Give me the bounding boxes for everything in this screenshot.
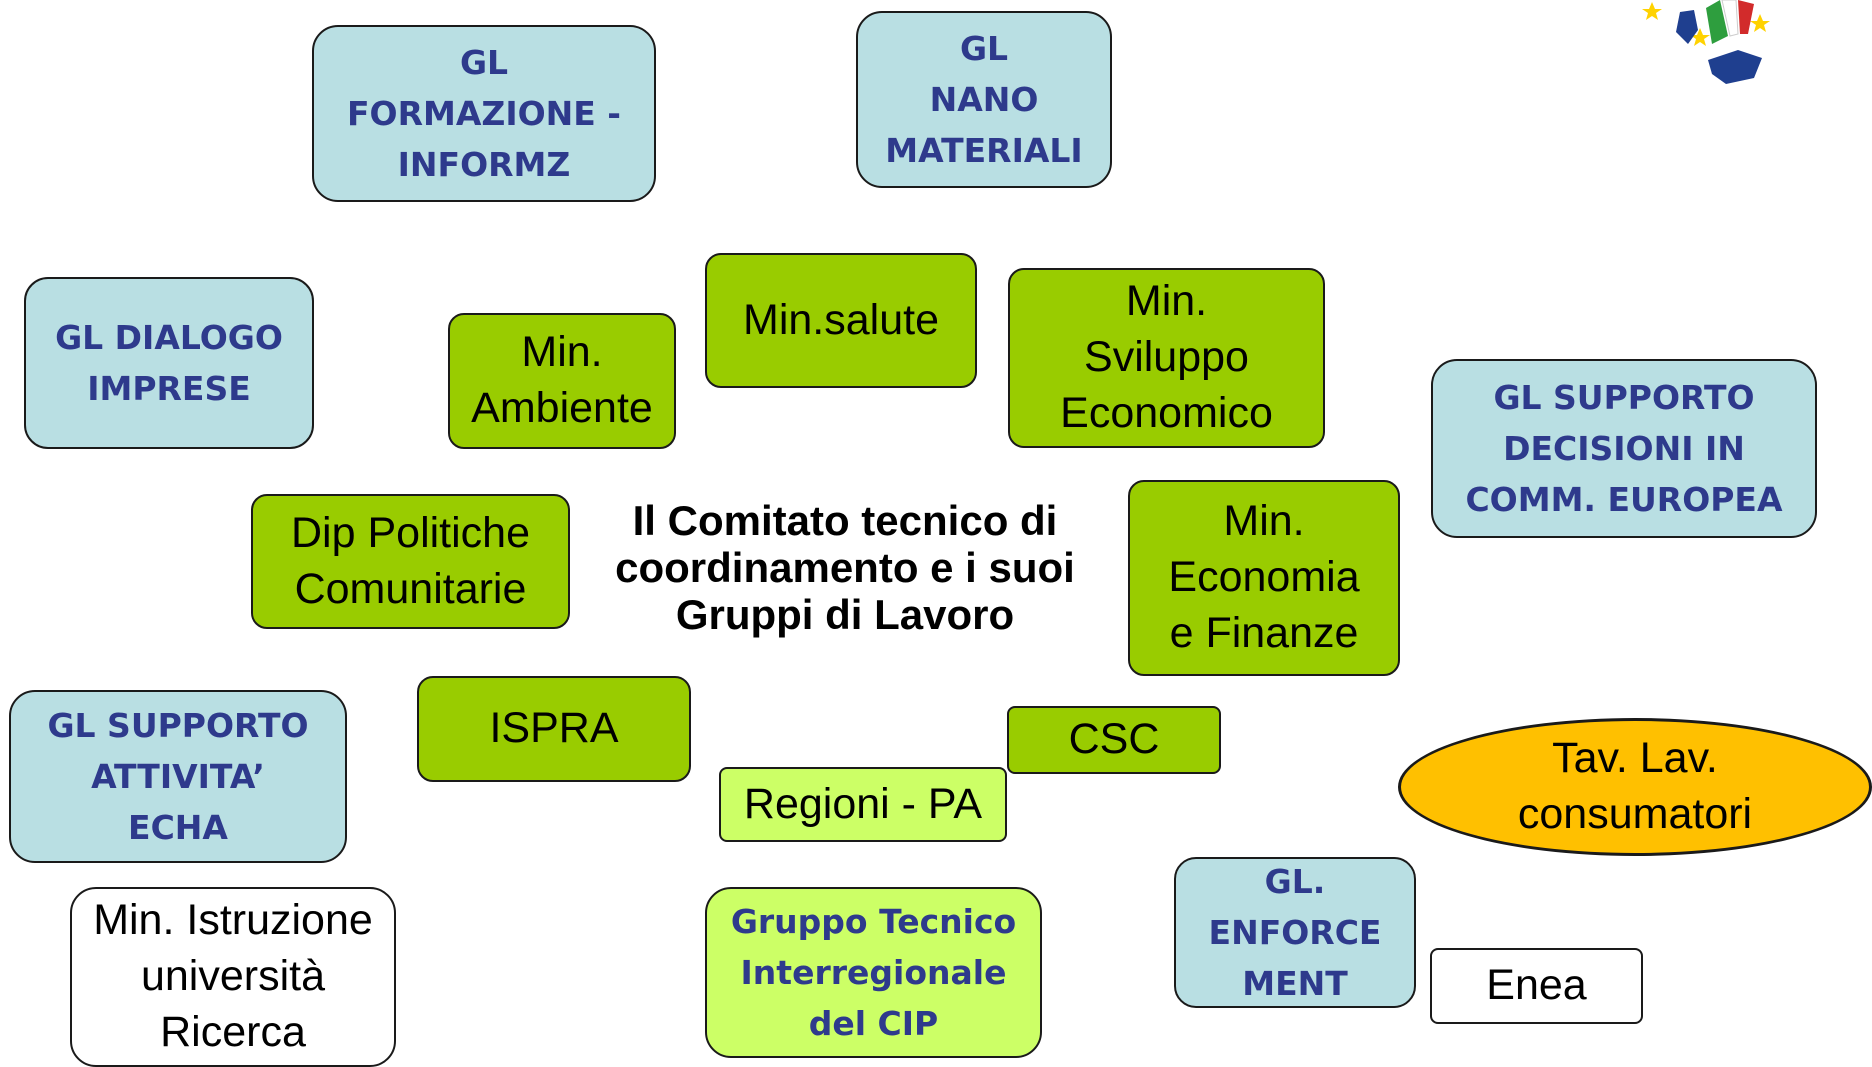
diagram-title: Il Comitato tecnico di coordinamento e i… bbox=[615, 497, 1075, 639]
ispra: ISPRA bbox=[417, 676, 691, 782]
regioni-pa: Regioni - PA bbox=[719, 767, 1007, 842]
min-ambiente: Min. Ambiente bbox=[448, 313, 676, 449]
min-economia-finanze: Min. Economia e Finanze bbox=[1128, 480, 1400, 676]
min-sviluppo-economico: Min. Sviluppo Economico bbox=[1008, 268, 1325, 448]
csc: CSC bbox=[1007, 706, 1221, 774]
gl-supporto-decisioni: GL SUPPORTO DECISIONI IN COMM. EUROPEA bbox=[1431, 359, 1817, 538]
gl-enforcement: GL. ENFORCE MENT bbox=[1174, 857, 1416, 1008]
dip-politiche-comunitarie: Dip Politiche Comunitarie bbox=[251, 494, 570, 629]
min-istruzione-universita-ricerca: Min. Istruzione università Ricerca bbox=[70, 887, 396, 1067]
gl-supporto-echa: GL SUPPORTO ATTIVITA’ ECHA bbox=[9, 690, 347, 863]
italy-eu-stars-logo bbox=[1642, 0, 1770, 84]
gl-nano-materiali: GL NANO MATERIALI bbox=[856, 11, 1112, 188]
min-salute: Min.salute bbox=[705, 253, 977, 388]
enea: Enea bbox=[1430, 948, 1643, 1024]
gl-dialogo-imprese: GL DIALOGO IMPRESE bbox=[24, 277, 314, 449]
tavolo-lavoro-consumatori: Tav. Lav. consumatori bbox=[1398, 718, 1872, 856]
gl-formazione-informazione: GL FORMAZIONE - INFORMZ bbox=[312, 25, 656, 202]
gruppo-tecnico-interregionale: Gruppo Tecnico Interregionale del CIP bbox=[705, 887, 1042, 1058]
